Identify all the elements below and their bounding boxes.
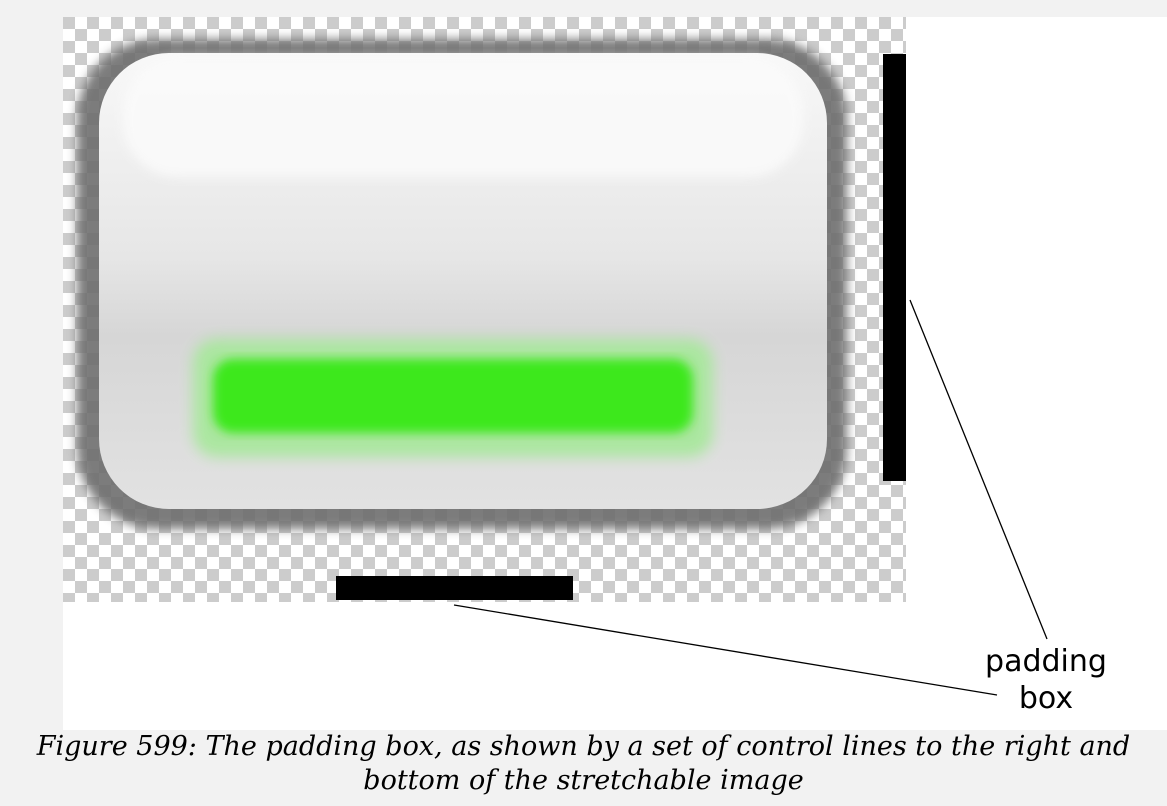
green-led-icon: [193, 339, 713, 457]
button-highlight: [123, 57, 803, 177]
figure-caption: Figure 599: The padding box, as shown by…: [36, 731, 1131, 796]
padding-box-label: padding box: [971, 643, 1121, 717]
leader-line-bottom: [453, 604, 998, 696]
leader-line-right: [909, 299, 1048, 640]
ninepatch-image: [63, 17, 906, 602]
bottom-padding-line: [336, 576, 573, 600]
right-padding-line: [883, 54, 906, 481]
padding-box-label-text: padding box: [985, 644, 1107, 716]
figure-panel: padding box: [63, 17, 1167, 730]
